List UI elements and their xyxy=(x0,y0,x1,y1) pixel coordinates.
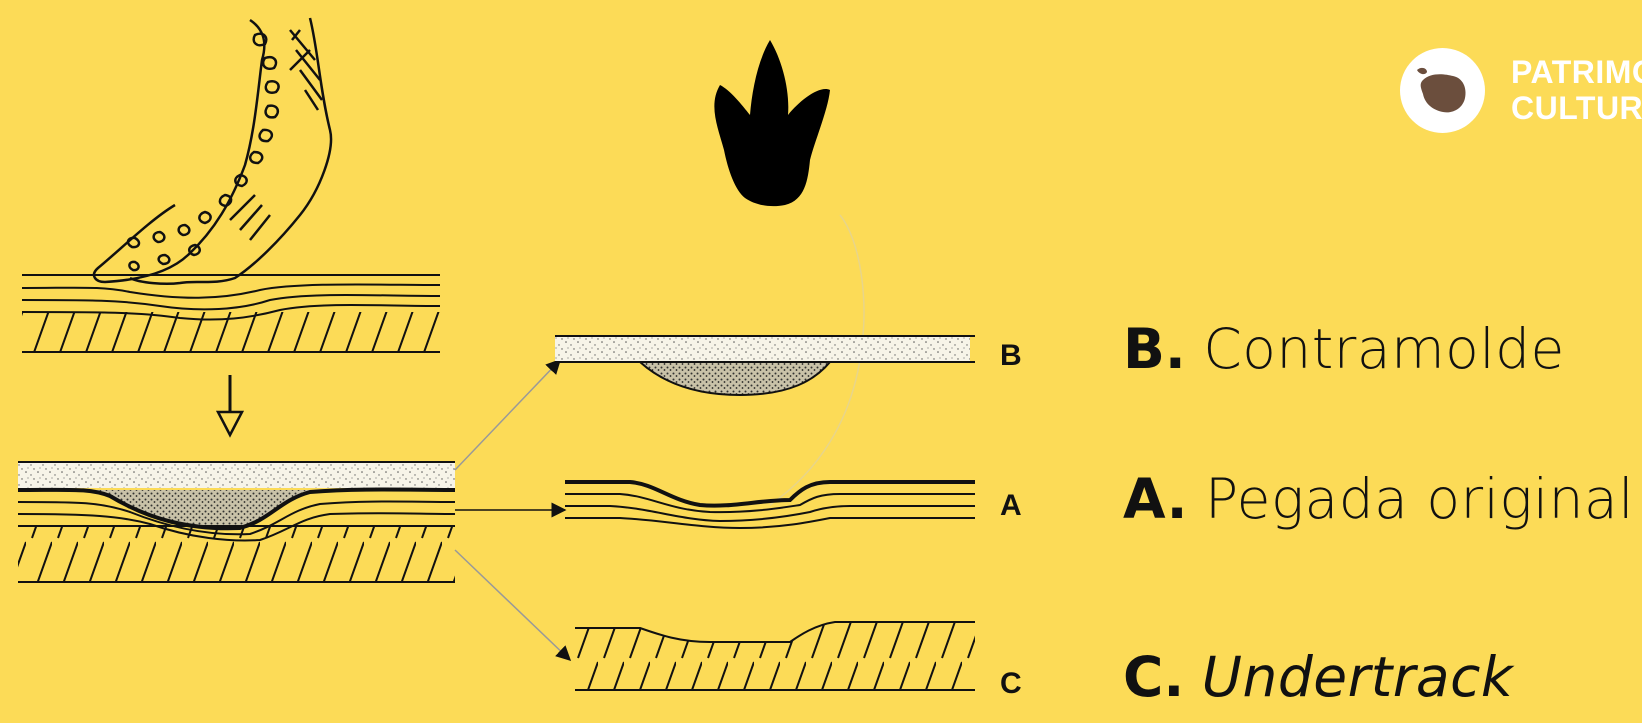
label-c: C xyxy=(1000,667,1022,700)
logo-text: PATRIMONIO CULTURAL xyxy=(1511,54,1642,126)
layer-b-contramolde: B xyxy=(555,336,1022,395)
label-a: A xyxy=(1000,489,1022,522)
legend-c-text: Undertrack xyxy=(1202,645,1513,709)
legend-a-key: A. xyxy=(1123,467,1187,531)
logo-line-1: PATRIMONIO xyxy=(1511,54,1642,90)
footprint-silhouette xyxy=(714,40,864,505)
stratum-before xyxy=(22,275,440,352)
label-b: B xyxy=(1000,339,1022,372)
stratum-after xyxy=(18,462,455,582)
legend-c: C. Undertrack xyxy=(1123,650,1513,705)
legend-b-text: Contramolde xyxy=(1203,317,1565,381)
legend-a: A. Pegada original xyxy=(1123,472,1634,527)
layer-a-pegada-original: A xyxy=(565,482,1022,528)
logo-mark xyxy=(1400,48,1485,133)
layer-c-undertrack: C xyxy=(575,622,1022,700)
connector-arrows xyxy=(455,360,570,660)
legend-b-key: B. xyxy=(1123,317,1186,381)
legend-c-key: C. xyxy=(1123,645,1184,709)
logo: PATRIMONIO CULTURAL xyxy=(1400,45,1642,135)
legend-b: B. Contramolde xyxy=(1123,322,1565,377)
dinosaur-foot-illustration xyxy=(94,18,331,284)
legend-a-text: Pegada original xyxy=(1205,467,1634,531)
footprint-logo-icon xyxy=(1415,62,1471,118)
down-arrow xyxy=(218,375,242,435)
logo-line-2: CULTURAL xyxy=(1511,90,1642,126)
